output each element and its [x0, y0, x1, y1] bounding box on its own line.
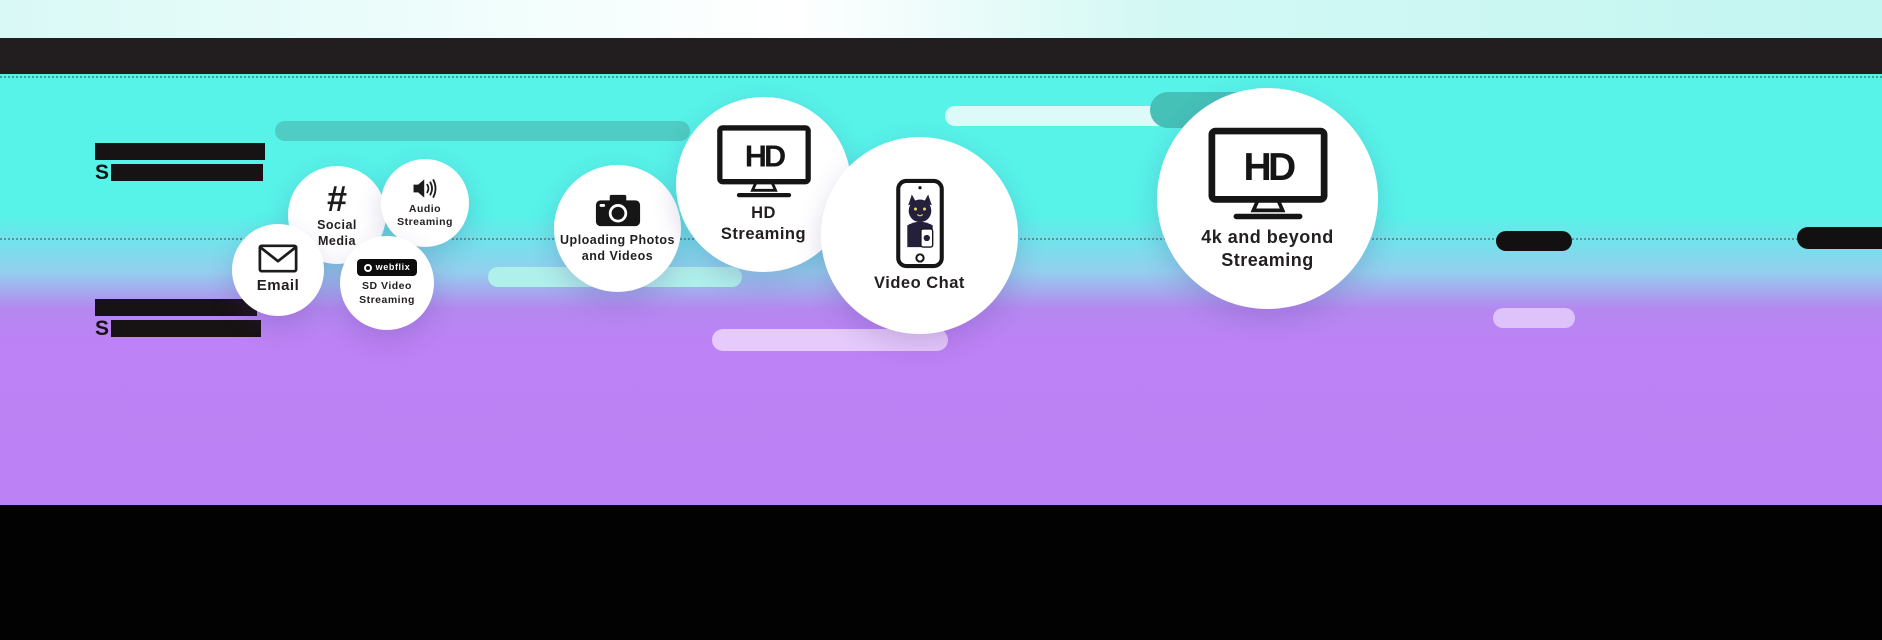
hd-logo-text: HD	[1243, 146, 1295, 189]
hd-logo-text: HD	[744, 139, 784, 174]
bubble-video-chat: Video Chat	[821, 137, 1018, 334]
footer-bar	[0, 505, 1882, 640]
redacted-line	[95, 299, 257, 316]
envelope-icon	[258, 244, 298, 273]
bubble-email: Email	[232, 224, 324, 316]
redacted-line	[111, 164, 264, 181]
top-strip	[0, 0, 1882, 38]
webflix-ring-icon	[363, 263, 372, 272]
hd-tv-icon: HD	[716, 125, 811, 198]
bubble-label: Social Media	[317, 217, 357, 248]
dotted-line-top	[0, 76, 1882, 78]
hd-tv-icon: HD	[1208, 127, 1327, 220]
bubble-label: Video Chat	[874, 273, 965, 292]
redacted-line-prefix: S	[95, 161, 110, 184]
bubble-label: HD Streaming	[720, 204, 807, 243]
decor-pill-teal	[275, 121, 690, 141]
camera-icon	[595, 194, 640, 227]
bubble-label: 4k and beyond Streaming	[1201, 227, 1334, 270]
webflix-logo-text: webflix	[375, 262, 411, 273]
redacted-text-block-bottom: S	[95, 299, 262, 340]
video-chat-phone-icon	[895, 178, 944, 268]
bubble-4k-streaming: HD 4k and beyond Streaming	[1157, 88, 1378, 309]
decor-pill-light-cyan	[945, 106, 1191, 126]
bubble-uploading-photos-videos: Uploading Photos and Videos	[554, 165, 681, 292]
redacted-pill	[1496, 231, 1572, 251]
redacted-pill-edge	[1797, 227, 1882, 249]
decor-pill-lavender	[712, 329, 948, 351]
webflix-logo: webflix	[356, 259, 418, 277]
redacted-line	[111, 320, 262, 337]
redacted-text-block-top: S	[95, 143, 265, 184]
bubble-sd-video-streaming: webflix SD Video Streaming	[340, 236, 434, 330]
bubble-label: Uploading Photos and Videos	[560, 232, 675, 263]
redacted-line	[95, 143, 265, 160]
speaker-icon	[413, 179, 437, 198]
bubble-label: Audio Streaming	[397, 202, 453, 228]
bubble-audio-streaming: Audio Streaming	[381, 159, 469, 247]
cat-icon	[906, 194, 933, 248]
header-bar	[0, 38, 1882, 74]
bubble-label: SD Video Streaming	[359, 280, 415, 306]
decor-pill-lavender-small	[1493, 308, 1575, 328]
hashtag-icon: #	[326, 177, 348, 219]
redacted-line-prefix: S	[95, 317, 110, 340]
bubble-label: Email	[256, 277, 300, 295]
